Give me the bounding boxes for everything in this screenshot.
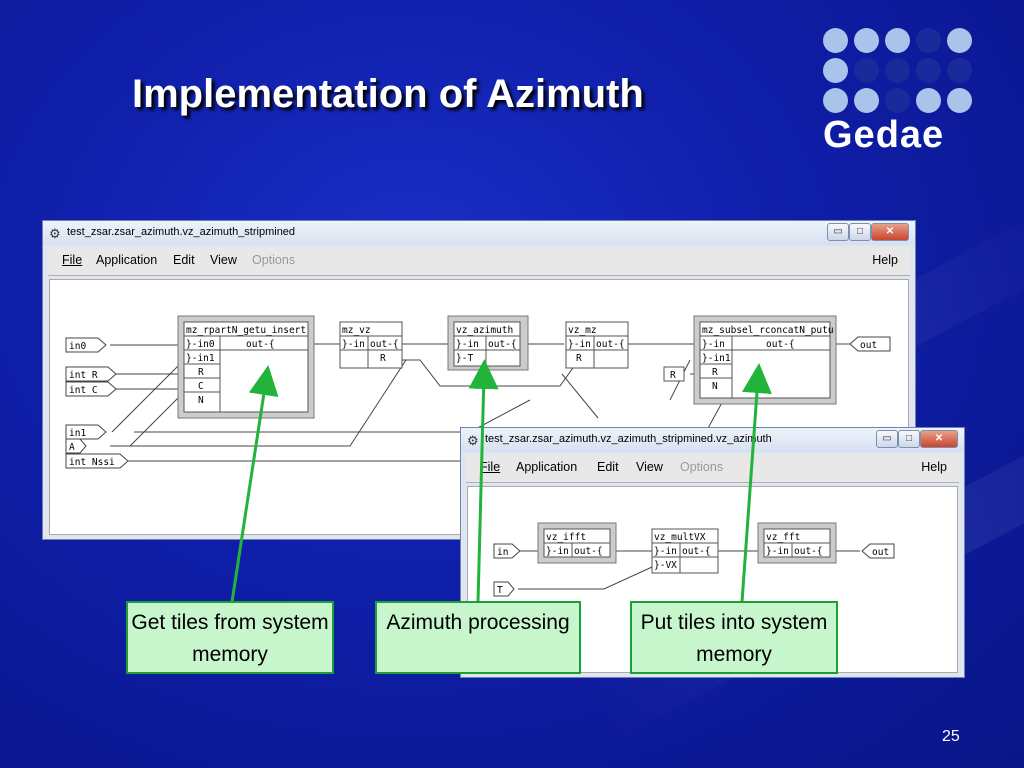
main-window-title: test_zsar.zsar_azimuth.vz_azimuth_stripm… [67,226,296,238]
main-input-int-r[interactable]: int R [69,370,98,381]
svg-text:vz_fft: vz_fft [766,532,800,543]
menu-help[interactable]: Help [921,460,947,474]
main-input-int-c[interactable]: int C [69,385,98,396]
sub-input-in[interactable]: in [497,547,508,558]
minimize-icon[interactable]: ▭ [876,430,898,448]
menu-help[interactable]: Help [872,253,898,267]
sub-window-title: test_zsar.zsar_azimuth.vz_azimuth_stripm… [485,433,772,445]
logo-text: Gedae [823,114,945,156]
block-vz-multvx[interactable]: vz_multVX }-in out-{ }-VX [651,528,719,574]
svg-text:}-in1: }-in1 [186,353,215,364]
sub-window-titlebar[interactable]: ⚙ test_zsar.zsar_azimuth.vz_azimuth_stri… [461,428,964,452]
main-menubar: File Application Edit View Options Help [48,247,910,276]
svg-text:N: N [198,395,204,406]
svg-text:}-VX: }-VX [654,560,677,571]
minimize-icon[interactable]: ▭ [827,223,849,241]
svg-text:out-{: out-{ [596,339,625,350]
svg-text:vz_azimuth: vz_azimuth [456,325,513,336]
block-mz-rpartn-getu-insert[interactable]: mz_rpartN_getu_insert }-in0 out-{ }-in1 … [177,315,315,419]
block-mz-vz[interactable]: mz_vz }-in out-{ R [339,321,403,369]
callout-azimuth: Azimuth processing [375,601,581,674]
svg-text:out-{: out-{ [246,339,275,350]
menu-application[interactable]: Application [516,460,578,474]
gedae-logo: Gedae [820,26,980,156]
svg-text:out-{: out-{ [574,546,603,557]
svg-text:}-in0: }-in0 [186,339,215,350]
sub-menubar: File Application Edit View Options Help [466,454,959,483]
svg-text:R: R [670,370,676,381]
svg-text:}-in: }-in [702,339,725,350]
svg-text:out-{: out-{ [682,546,711,557]
sub-output-out[interactable]: out [872,547,889,558]
gedae-app-icon: ⚙ [49,226,61,241]
main-input-a[interactable]: A [69,442,75,453]
menu-options[interactable]: Options [680,460,724,474]
block-vz-mz[interactable]: vz_mz }-in out-{ R [565,321,629,369]
menu-file[interactable]: File [480,460,501,474]
block-vz-fft[interactable]: vz_fft }-in out-{ [757,522,837,564]
svg-text:vz_ifft: vz_ifft [546,532,586,543]
menu-options[interactable]: Options [252,253,296,267]
param-r[interactable]: R [663,366,685,382]
block-vz-azimuth[interactable]: vz_azimuth }-in out-{ }-T [447,315,529,371]
maximize-icon[interactable]: □ [898,430,920,448]
block-mz-subsel-rconcatn-putu[interactable]: mz_subsel_rconcatN_putu }-in out-{ }-in1… [693,315,837,405]
menu-edit[interactable]: Edit [173,253,195,267]
menu-application[interactable]: Application [96,253,158,267]
callout-get-tiles: Get tiles from system memory [126,601,334,674]
menu-file[interactable]: File [62,253,83,267]
menu-view[interactable]: View [636,460,663,474]
svg-text:out-{: out-{ [794,546,823,557]
page-number: 25 [942,728,960,745]
main-input-int-nssi[interactable]: int Nssi [69,457,115,468]
svg-text:C: C [198,381,204,392]
svg-text:}-in: }-in [766,546,789,557]
sub-input-t[interactable]: T [497,585,503,596]
svg-text:N: N [712,381,718,392]
menu-edit[interactable]: Edit [597,460,619,474]
gedae-app-icon: ⚙ [467,433,479,448]
svg-text:R: R [198,367,204,378]
svg-text:out-{: out-{ [766,339,795,350]
main-input-in1[interactable]: in1 [69,428,86,439]
maximize-icon[interactable]: □ [849,223,871,241]
svg-text:R: R [380,353,386,364]
svg-text:}-T: }-T [456,353,473,364]
svg-text:R: R [576,353,582,364]
block-vz-ifft[interactable]: vz_ifft }-in out-{ [537,522,617,564]
svg-text:vz_mz: vz_mz [568,325,597,336]
close-icon[interactable]: ✕ [871,223,909,241]
main-input-in0[interactable]: in0 [69,341,86,352]
main-output-out[interactable]: out [860,340,877,351]
svg-text:mz_subsel_rconcatN_putu: mz_subsel_rconcatN_putu [702,325,834,336]
svg-text:}-in: }-in [568,339,591,350]
menu-view[interactable]: View [210,253,237,267]
close-icon[interactable]: ✕ [920,430,958,448]
svg-text:out-{: out-{ [488,339,517,350]
sub-flow-diagram: in T out vz_ifft }-in out-{ vz_multVX }-… [493,522,895,597]
svg-text:mz_vz: mz_vz [342,325,371,336]
svg-text:vz_multVX: vz_multVX [654,532,706,543]
main-diagram-canvas: in0 int R int C in1 A int Nssi out mz_rp… [49,279,909,535]
svg-text:}-in: }-in [654,546,677,557]
svg-text:}-in: }-in [546,546,569,557]
svg-text:out-{: out-{ [370,339,399,350]
svg-text:}-in1: }-in1 [702,353,731,364]
svg-text:mz_rpartN_getu_insert: mz_rpartN_getu_insert [186,325,306,336]
svg-text:}-in: }-in [342,339,365,350]
callout-put-tiles: Put tiles into system memory [630,601,838,674]
main-window-titlebar[interactable]: ⚙ test_zsar.zsar_azimuth.vz_azimuth_stri… [43,221,915,245]
svg-text:R: R [712,367,718,378]
svg-text:}-in: }-in [456,339,479,350]
slide-title: Implementation of Azimuth [132,72,644,116]
